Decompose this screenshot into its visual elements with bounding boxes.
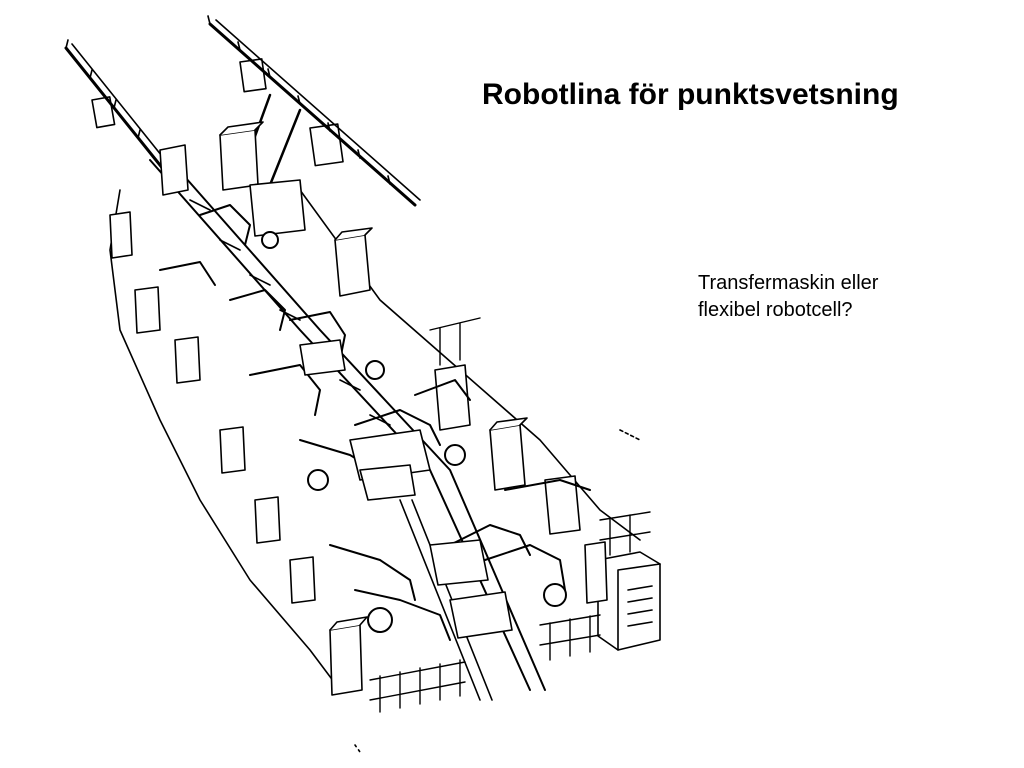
control-cabinets-right	[335, 228, 660, 650]
caption-line-1: Transfermaskin eller	[698, 272, 879, 294]
overhead-rail-right	[208, 16, 420, 205]
welding-robots	[160, 205, 590, 640]
control-cabinets-left	[110, 212, 367, 695]
slide-caption: Transfermaskin eller flexibel robotcell?	[698, 270, 998, 324]
body-fixtures	[300, 340, 512, 638]
safety-fences	[370, 318, 650, 712]
slide-title: Robotlina för punktsvetsning	[482, 78, 899, 111]
station-top	[160, 122, 305, 236]
caption-line-2: flexibel robotcell?	[698, 299, 853, 321]
